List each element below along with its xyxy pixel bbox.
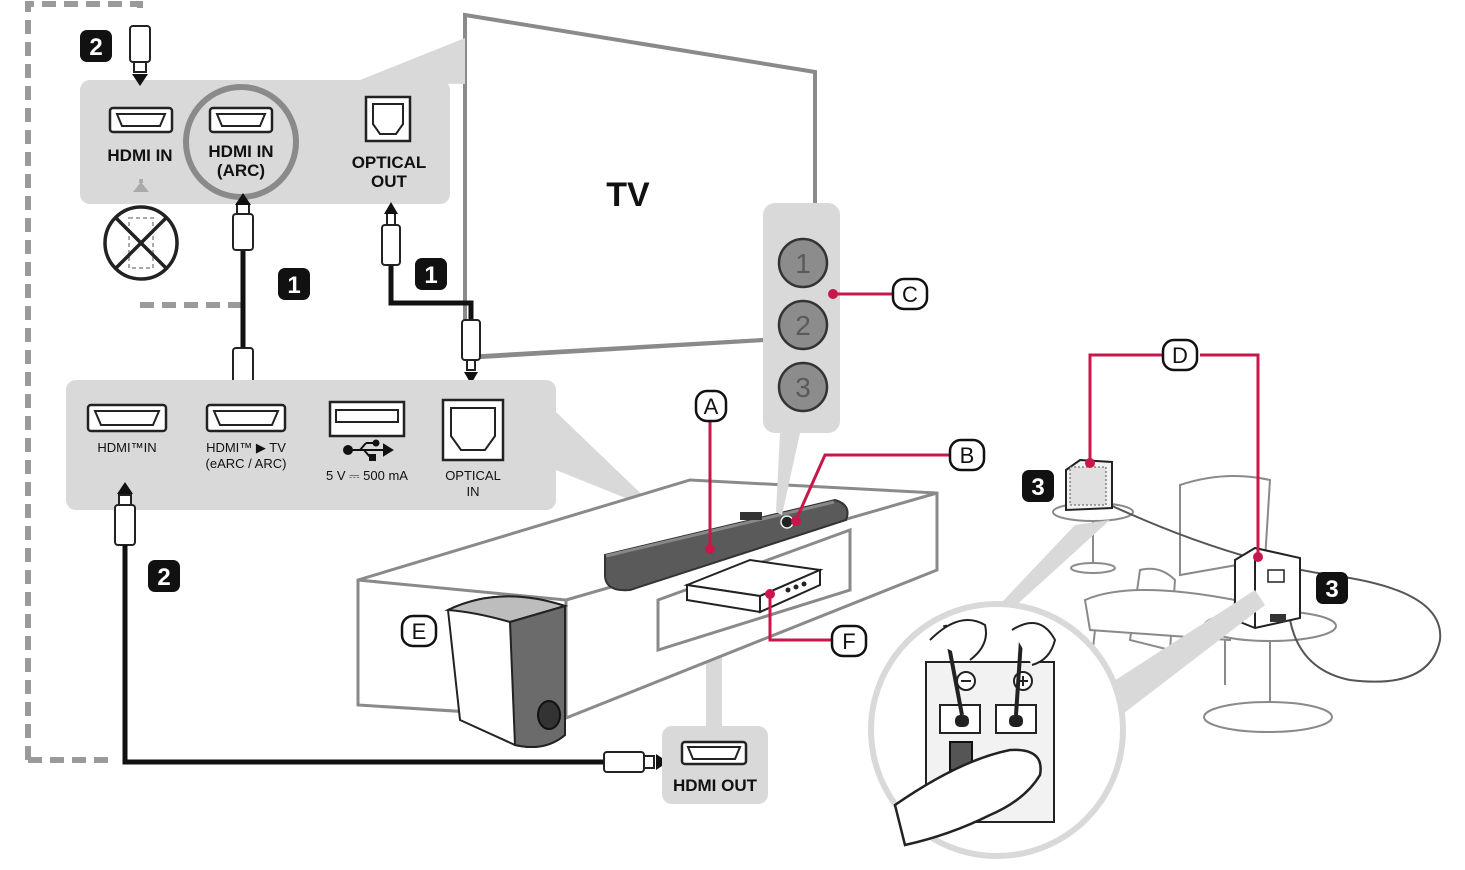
tv-hdmi-arc-label-2: (ARC)	[217, 161, 265, 180]
callout-lines	[708, 292, 1260, 642]
svg-text:C: C	[902, 282, 918, 307]
soundbar-hdmi-tv-port: HDMI™ ▶ TV (eARC / ARC)	[206, 403, 287, 471]
svg-text:3: 3	[1031, 474, 1044, 501]
svg-text:2: 2	[89, 34, 102, 61]
remote-panel: 1 2 3	[763, 203, 840, 515]
svg-text:E: E	[412, 619, 427, 644]
step-badge-3-left: 3	[1022, 470, 1054, 502]
remote-button-1: 1	[777, 237, 829, 289]
callout-b: B	[948, 438, 986, 472]
svg-text:3: 3	[1325, 576, 1338, 603]
subwoofer	[444, 595, 569, 748]
svg-text:F: F	[842, 629, 855, 654]
tv-optical-out-label-2: OUT	[371, 172, 408, 191]
remote-button-3: 3	[777, 361, 829, 413]
soundbar-panel: HDMI™IN HDMI™ ▶ TV (eARC / ARC) 5 V ⎓ 50…	[66, 380, 556, 510]
step-badge-3-right: 3	[1316, 572, 1348, 604]
callout-d: D	[1161, 338, 1199, 372]
tv-stand	[356, 478, 939, 720]
tv-label: TV	[606, 176, 650, 214]
hdmi-cable-top	[129, 25, 151, 86]
terminal-zoom	[868, 520, 1265, 859]
dashed-alt-route	[25, 1, 245, 763]
tv-panel: HDMI IN HDMI IN (ARC) OPTICAL OUT	[80, 80, 450, 204]
callout-dots	[705, 289, 1263, 599]
not-recommended-icon	[103, 178, 179, 281]
step-badge-2-bottom: 2	[148, 560, 180, 592]
source-hdmi-out-label: HDMI OUT	[673, 776, 758, 795]
callout-e: E	[400, 614, 438, 648]
hdmi-cable-source	[114, 482, 668, 773]
svg-text:1: 1	[795, 248, 811, 279]
soundbar-optical-in-label-1: OPTICAL	[445, 468, 501, 483]
tv-panel-pointer	[355, 38, 465, 84]
tv-optical-out-label-1: OPTICAL	[352, 153, 427, 172]
soundbar	[604, 498, 849, 592]
svg-text:1: 1	[424, 262, 437, 289]
rear-speaker-left	[1065, 458, 1113, 512]
svg-text:D: D	[1172, 343, 1188, 368]
svg-text:2: 2	[795, 310, 811, 341]
optical-cable	[381, 202, 481, 384]
tv: TV	[463, 12, 817, 361]
svg-text:2: 2	[157, 564, 170, 591]
callout-c: C	[891, 277, 929, 311]
soundbar-usb-label: 5 V ⎓ 500 mA	[326, 468, 408, 483]
svg-text:3: 3	[795, 372, 811, 403]
step-badge-1-right: 1	[415, 258, 447, 290]
remote-button-2: 2	[777, 299, 829, 351]
rear-speaker-scene	[1052, 475, 1442, 733]
tv-hdmi-in-label: HDMI IN	[107, 146, 172, 165]
soundbar-hdmi-tv-label-1: HDMI™ ▶ TV	[206, 440, 286, 455]
hdmi-cable-arc	[232, 193, 254, 408]
soundbar-optical-in-label-2: IN	[467, 484, 480, 499]
source-device	[683, 558, 824, 614]
callout-f: F	[830, 624, 868, 658]
soundbar-panel-pointer	[556, 412, 660, 512]
svg-text:A: A	[704, 394, 719, 419]
soundbar-optical-in-port: OPTICAL IN	[441, 398, 505, 499]
step-badge-2-top: 2	[80, 30, 112, 62]
soundbar-usb-port: 5 V ⎓ 500 mA	[326, 400, 408, 483]
usb-icon	[343, 439, 394, 461]
tv-optical-out-port: OPTICAL OUT	[352, 95, 427, 191]
callout-a: A	[694, 389, 728, 423]
tv-hdmi-in-port: HDMI IN	[107, 106, 174, 165]
tv-hdmi-arc-label-1: HDMI IN	[208, 142, 273, 161]
step-badge-1-left: 1	[278, 268, 310, 300]
soundbar-hdmi-tv-label-2: (eARC / ARC)	[206, 456, 287, 471]
source-hdmi-out-panel: HDMI OUT	[662, 620, 768, 804]
soundbar-hdmi-in-port: HDMI™IN	[86, 403, 168, 455]
soundbar-hdmi-in-label: HDMI™IN	[97, 440, 156, 455]
svg-text:B: B	[960, 443, 975, 468]
svg-text:1: 1	[287, 272, 300, 299]
